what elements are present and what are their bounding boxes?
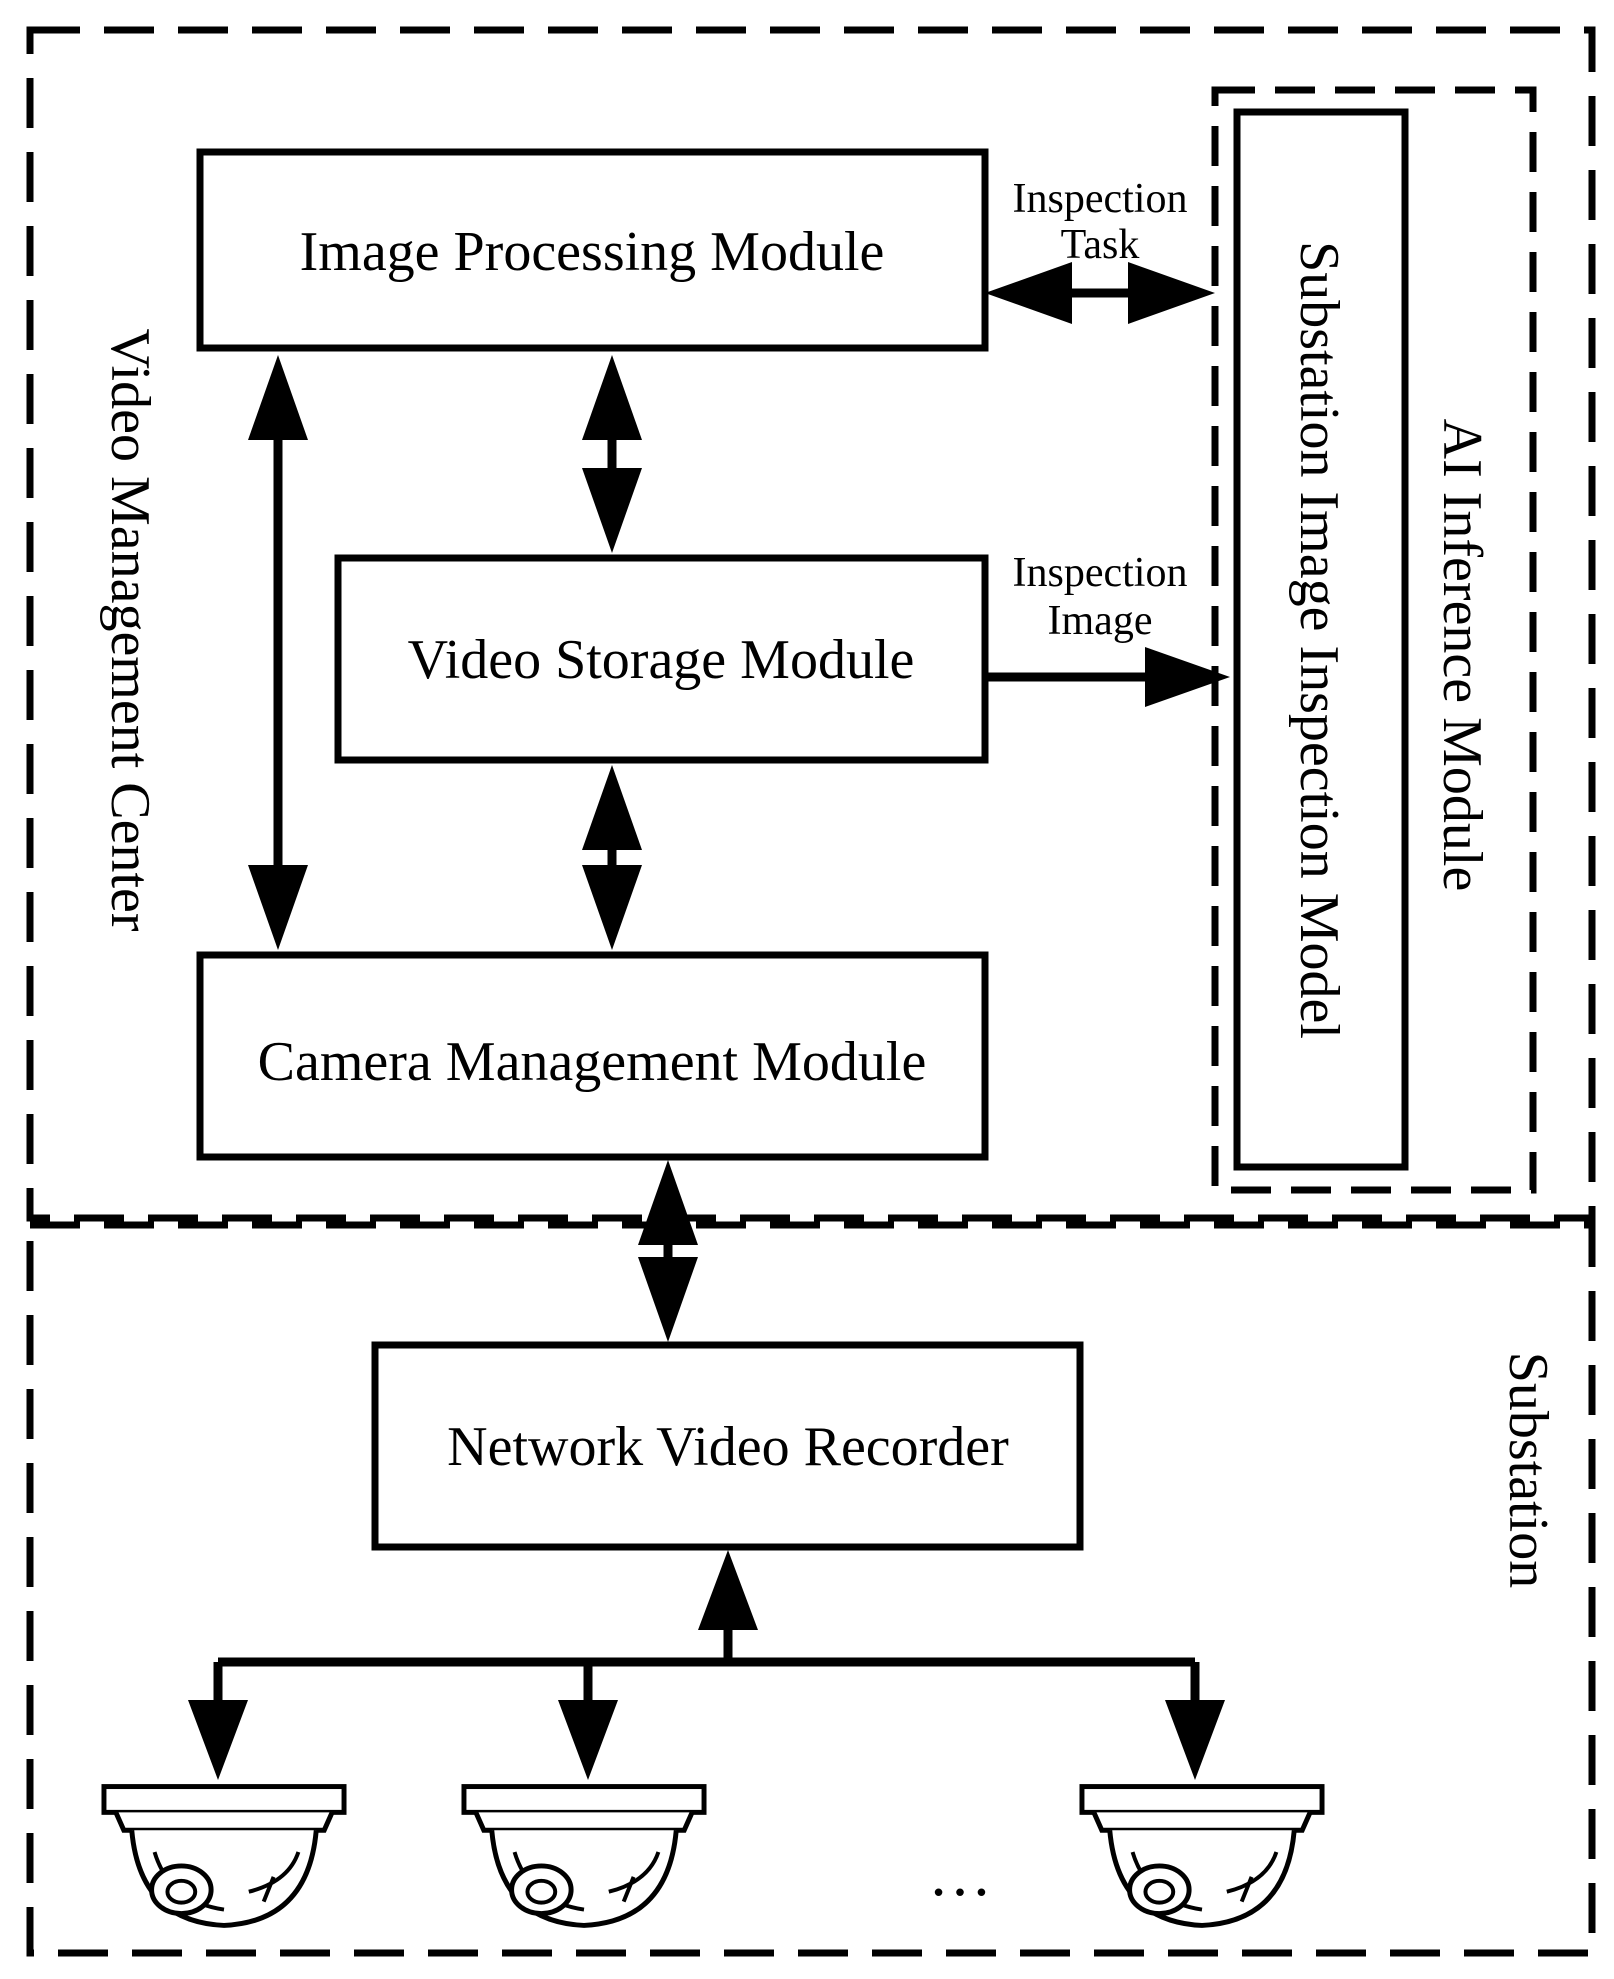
dome-camera-icon [1082,1787,1322,1926]
image-processing-label: Image Processing Module [300,221,885,283]
arrowhead-camera-nvr-down [638,1257,698,1342]
substation-model-label: Substation Image Inspection Model [1288,241,1350,1039]
arrowhead-ip-storage-down [582,468,642,553]
arrowhead-storage-camera-up [582,765,642,850]
arrowhead-storage-camera-down [582,865,642,950]
dome-camera-icon [464,1787,704,1926]
video-storage-label: Video Storage Module [408,629,915,691]
arrowhead-nvr-up [698,1550,758,1630]
arrowhead-task-left [985,262,1072,324]
inspection-task-label-line1: Inspection [1013,176,1188,222]
substation-region [26,1221,1596,1957]
ai-inference-module-label: AI Inference Module [1431,419,1493,892]
video-storage-module [334,554,989,764]
arrowhead-camera2-down [558,1700,618,1780]
inspection-task-label-line2: Task [1061,222,1140,268]
network-video-recorder [371,1341,1084,1551]
arrowhead-left-up [248,355,308,440]
video-management-center-region [26,26,1596,1222]
substation-label: Substation [1497,1352,1559,1588]
camera-management-label: Camera Management Module [258,1031,927,1093]
arrowhead-left-down [248,865,308,950]
ai-inference-module-region [1211,86,1537,1194]
image-processing-module [196,148,989,352]
arrowhead-image-right [1145,647,1230,707]
video-management-center-label: Video Management Center [99,328,161,931]
inspection-image-label-line2: Image [1048,598,1153,644]
nvr-label: Network Video Recorder [447,1416,1009,1478]
arrowhead-camera-nvr-up [638,1160,698,1245]
arrowhead-task-right [1128,262,1215,324]
arrowhead-camera1-down [188,1700,248,1780]
arrowhead-ip-storage-up [582,355,642,440]
arrowhead-camera3-down [1165,1700,1225,1780]
dome-camera-icon [104,1787,344,1926]
substation-image-inspection-model [1233,108,1409,1171]
more-cameras-ellipsis: … [928,1838,992,1909]
inspection-image-label-line1: Inspection [1013,550,1188,596]
camera-management-module [196,951,989,1161]
